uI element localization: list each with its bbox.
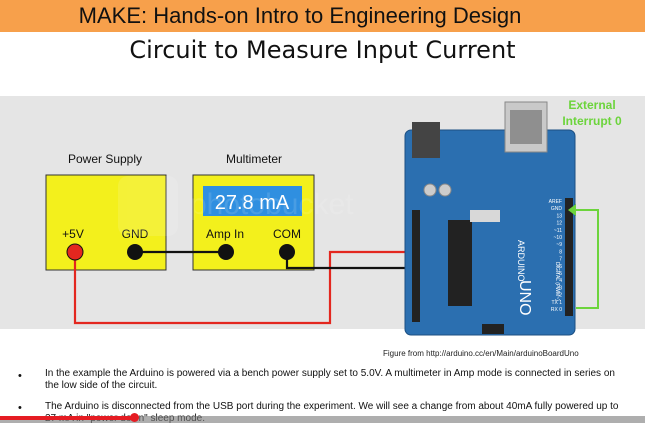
power-supply-box	[45, 174, 167, 271]
pin-label: RX 0	[551, 307, 562, 313]
pin-label: ~5	[556, 271, 562, 277]
power-analog-header	[412, 210, 420, 322]
board-digital-text: DIGITAL (PWM~)	[554, 262, 560, 301]
power-jack	[412, 122, 440, 158]
interrupt-arrow	[568, 204, 576, 216]
pin-label: TX 1	[551, 300, 562, 306]
pin-label: ~3	[556, 285, 562, 291]
pin-label: ~6	[556, 264, 562, 270]
red-wire	[73, 250, 420, 325]
interrupt-jumper-wire	[576, 209, 599, 309]
multimeter-label: Multimeter	[226, 152, 282, 166]
pin-label: 4	[559, 278, 562, 284]
bullet-marker: •	[18, 402, 22, 414]
pin-label: ~11	[554, 228, 562, 234]
watermark: photobucket	[118, 176, 354, 236]
external-interrupt-label-line2: Interrupt 0	[562, 114, 622, 128]
video-progress-track[interactable]	[0, 413, 645, 423]
multimeter-reading: 27.8 mA	[215, 192, 290, 214]
external-interrupt-label-line1: External	[568, 98, 615, 112]
power-supply-label: Power Supply	[68, 152, 142, 166]
gnd-terminal	[127, 244, 143, 260]
arduino-board: ARDUINO UNO DIGITAL (PWM~) AREFGND1312~1…	[404, 101, 576, 336]
atmega-chip	[448, 220, 472, 306]
pin-label: ~10	[554, 235, 563, 241]
video-progress-fill	[0, 416, 136, 420]
gnd-label: GND	[122, 227, 149, 241]
plus-5v-terminal	[66, 243, 84, 261]
amp-in-terminal	[218, 244, 234, 260]
board-arduino-text: ARDUINO	[516, 240, 526, 282]
video-scrubber-handle[interactable]	[130, 413, 140, 422]
board-uno-text: UNO	[516, 280, 533, 316]
slide-subtitle: Circuit to Measure Input Current	[129, 36, 516, 64]
com-label: COM	[273, 227, 301, 241]
multimeter-display	[203, 186, 302, 216]
pin-label: GND	[551, 206, 563, 212]
pin-label: 13	[556, 213, 562, 219]
header-bar: MAKE: Hands-on Intro to Engineering Desi…	[0, 0, 645, 32]
pin-label: 12	[556, 221, 562, 227]
pin-label: 7	[559, 257, 562, 263]
bullet-marker: •	[18, 370, 22, 382]
pin-label: 8	[559, 249, 562, 255]
bullet-text-1: In the example the Arduino is powered vi…	[45, 368, 615, 391]
pin-label: ~9	[556, 242, 562, 248]
svg-text:photobucket: photobucket	[190, 188, 354, 221]
pin-label: AREF	[549, 199, 562, 205]
slide-header-title: MAKE: Hands-on Intro to Engineering Desi…	[78, 3, 522, 28]
figure-caption: Figure from http://arduino.cc/en/Main/ar…	[383, 349, 579, 358]
com-terminal	[279, 244, 295, 260]
amp-in-label: Amp In	[206, 227, 244, 241]
pin-label: 2	[559, 293, 562, 299]
plus-5v-label: +5V	[62, 227, 84, 241]
digital-header	[565, 198, 573, 316]
